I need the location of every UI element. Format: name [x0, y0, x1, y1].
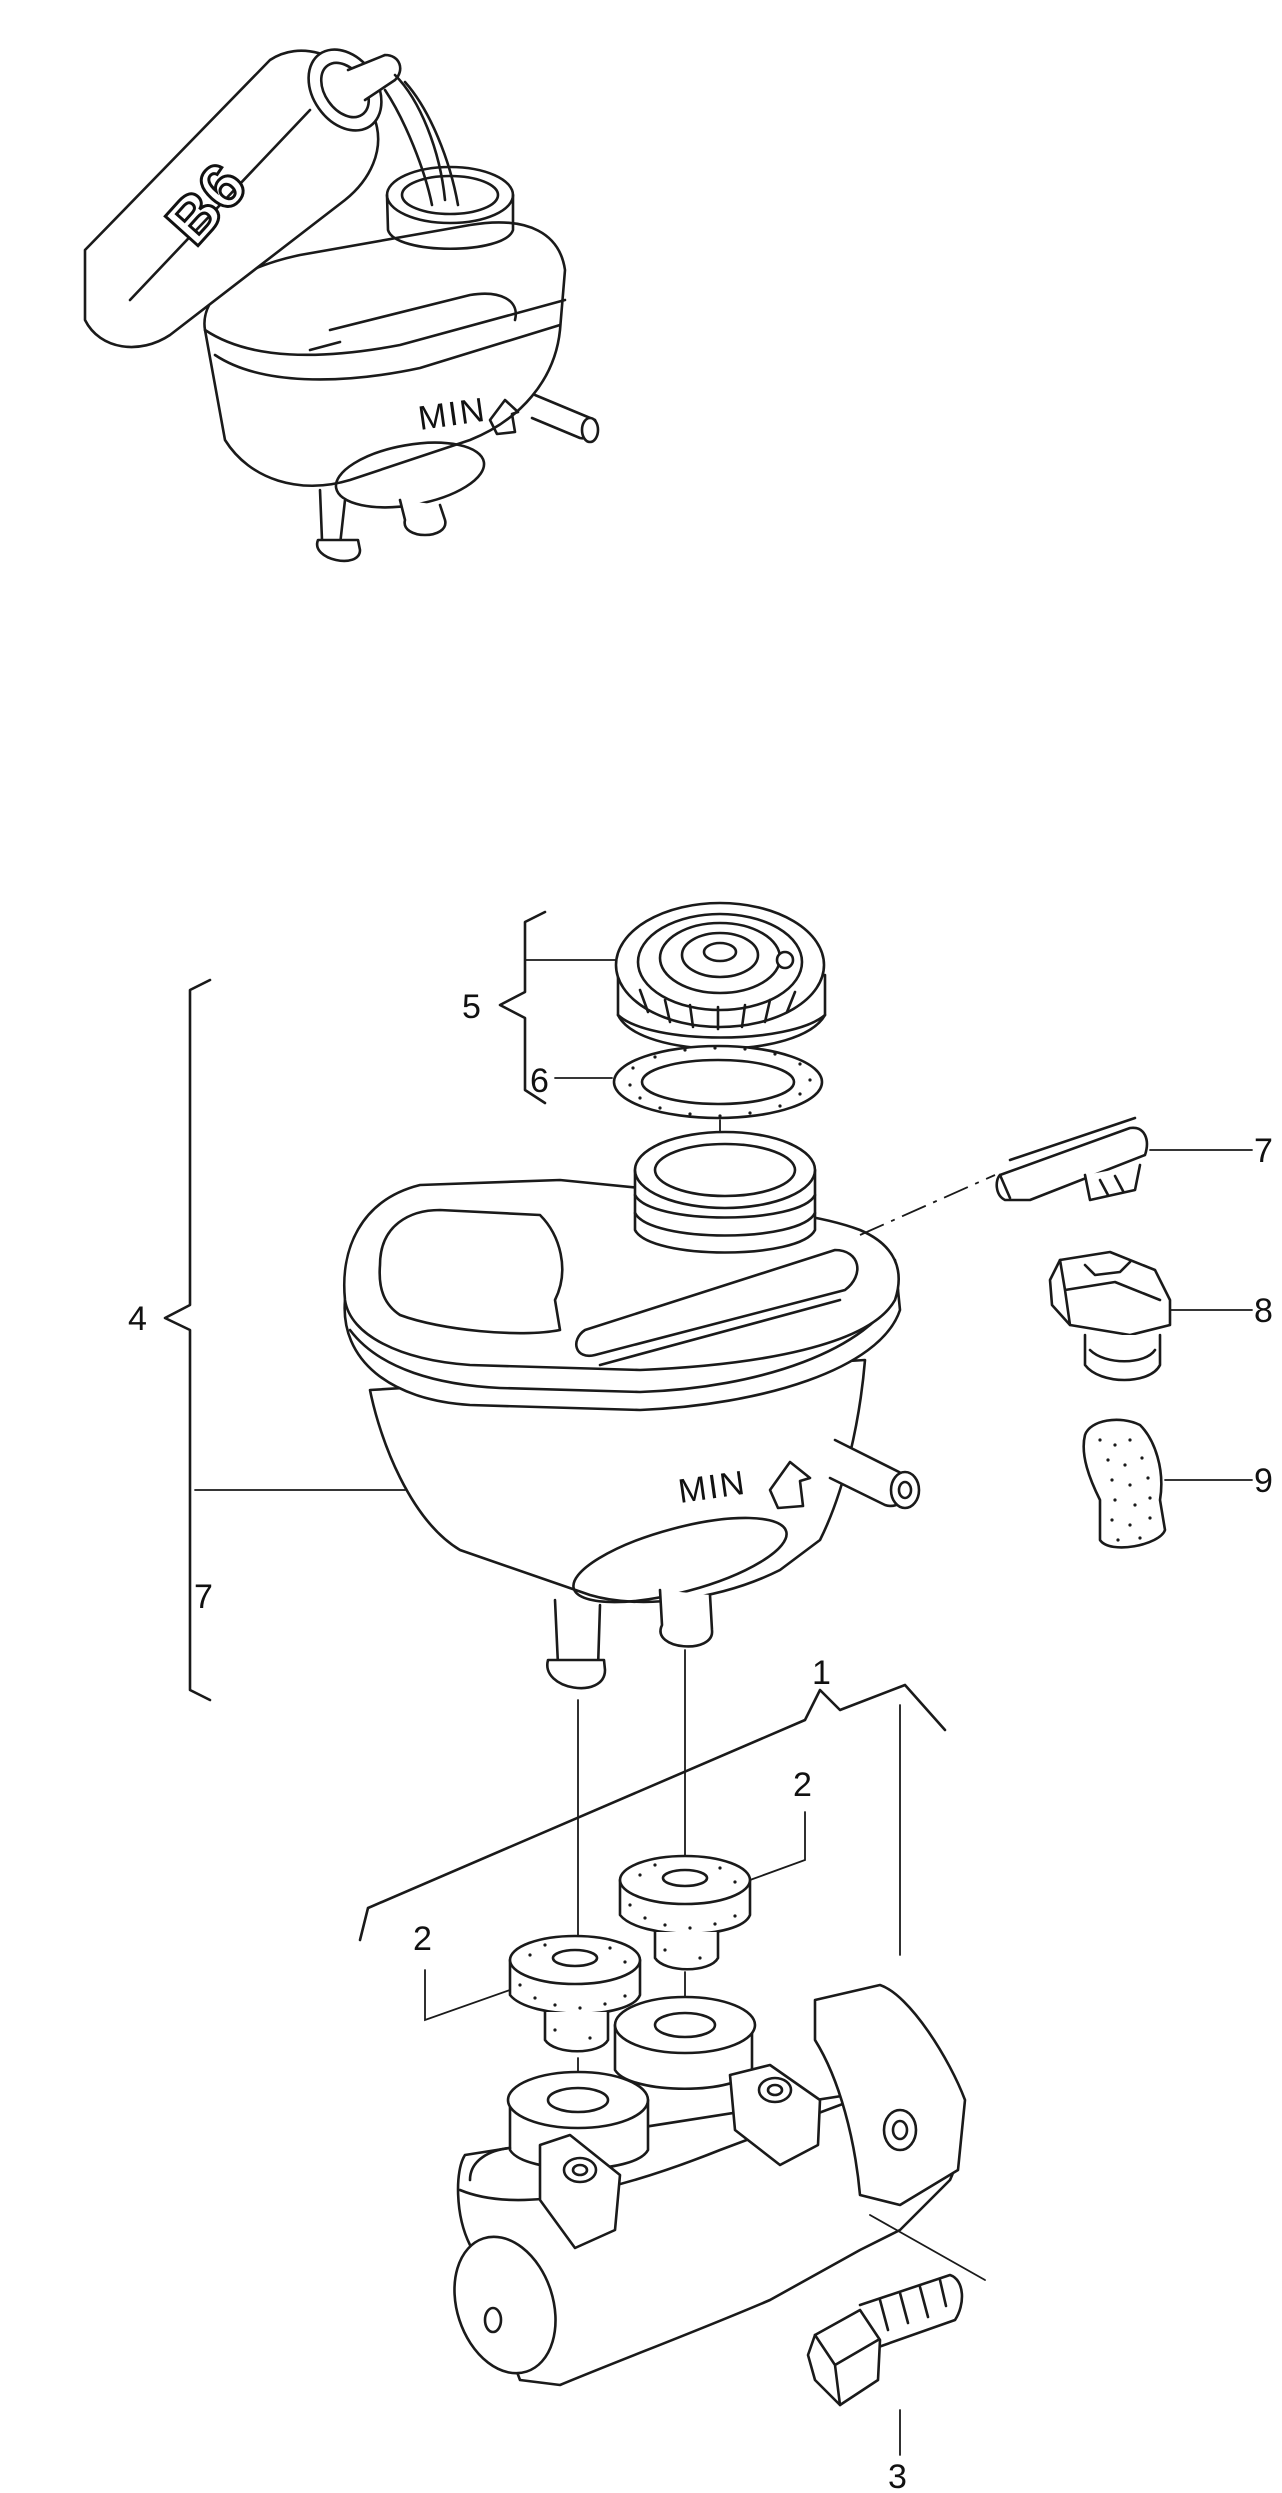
callout-8: 8 [1254, 1292, 1273, 1330]
clip-part [995, 1116, 1149, 1202]
callout-9: 9 [1254, 1462, 1273, 1500]
reservoir-min-mark: MIN [676, 1464, 749, 1511]
fluid-bottle: B6 [83, 48, 460, 349]
callout-2-lower: 2 [413, 1920, 432, 1958]
master-cylinder [453, 1983, 967, 2387]
dust-boot-part [1082, 1418, 1167, 1549]
axis-reservoir-clip [859, 1174, 996, 1236]
callout-4: 4 [128, 1300, 147, 1338]
mounting-bolt [806, 2273, 964, 2407]
grommet-right [618, 1854, 752, 1971]
callout-2-upper: 2 [793, 1766, 812, 1804]
callout-lines [163, 910, 1253, 2456]
callout-1: 1 [812, 1654, 831, 1692]
brake-fluid-reservoir: MIN [342, 1130, 921, 1690]
axis-bolt [869, 2214, 986, 2281]
callout-6: 6 [530, 1062, 549, 1100]
inset-min-mark: MIN [416, 391, 489, 438]
grommet-left [508, 1934, 642, 2053]
callout-7-left: 7 [194, 1578, 213, 1616]
callout-7-right: 7 [1254, 1132, 1273, 1170]
cap-seal [612, 1044, 824, 1120]
callout-3: 3 [888, 2458, 907, 2493]
connector-part [1048, 1250, 1172, 1382]
inset-reservoir: MIN [203, 165, 600, 563]
refill-illustration: MIN B6 [83, 48, 600, 563]
callout-5: 5 [462, 988, 481, 1026]
reservoir-cap [614, 901, 827, 1050]
